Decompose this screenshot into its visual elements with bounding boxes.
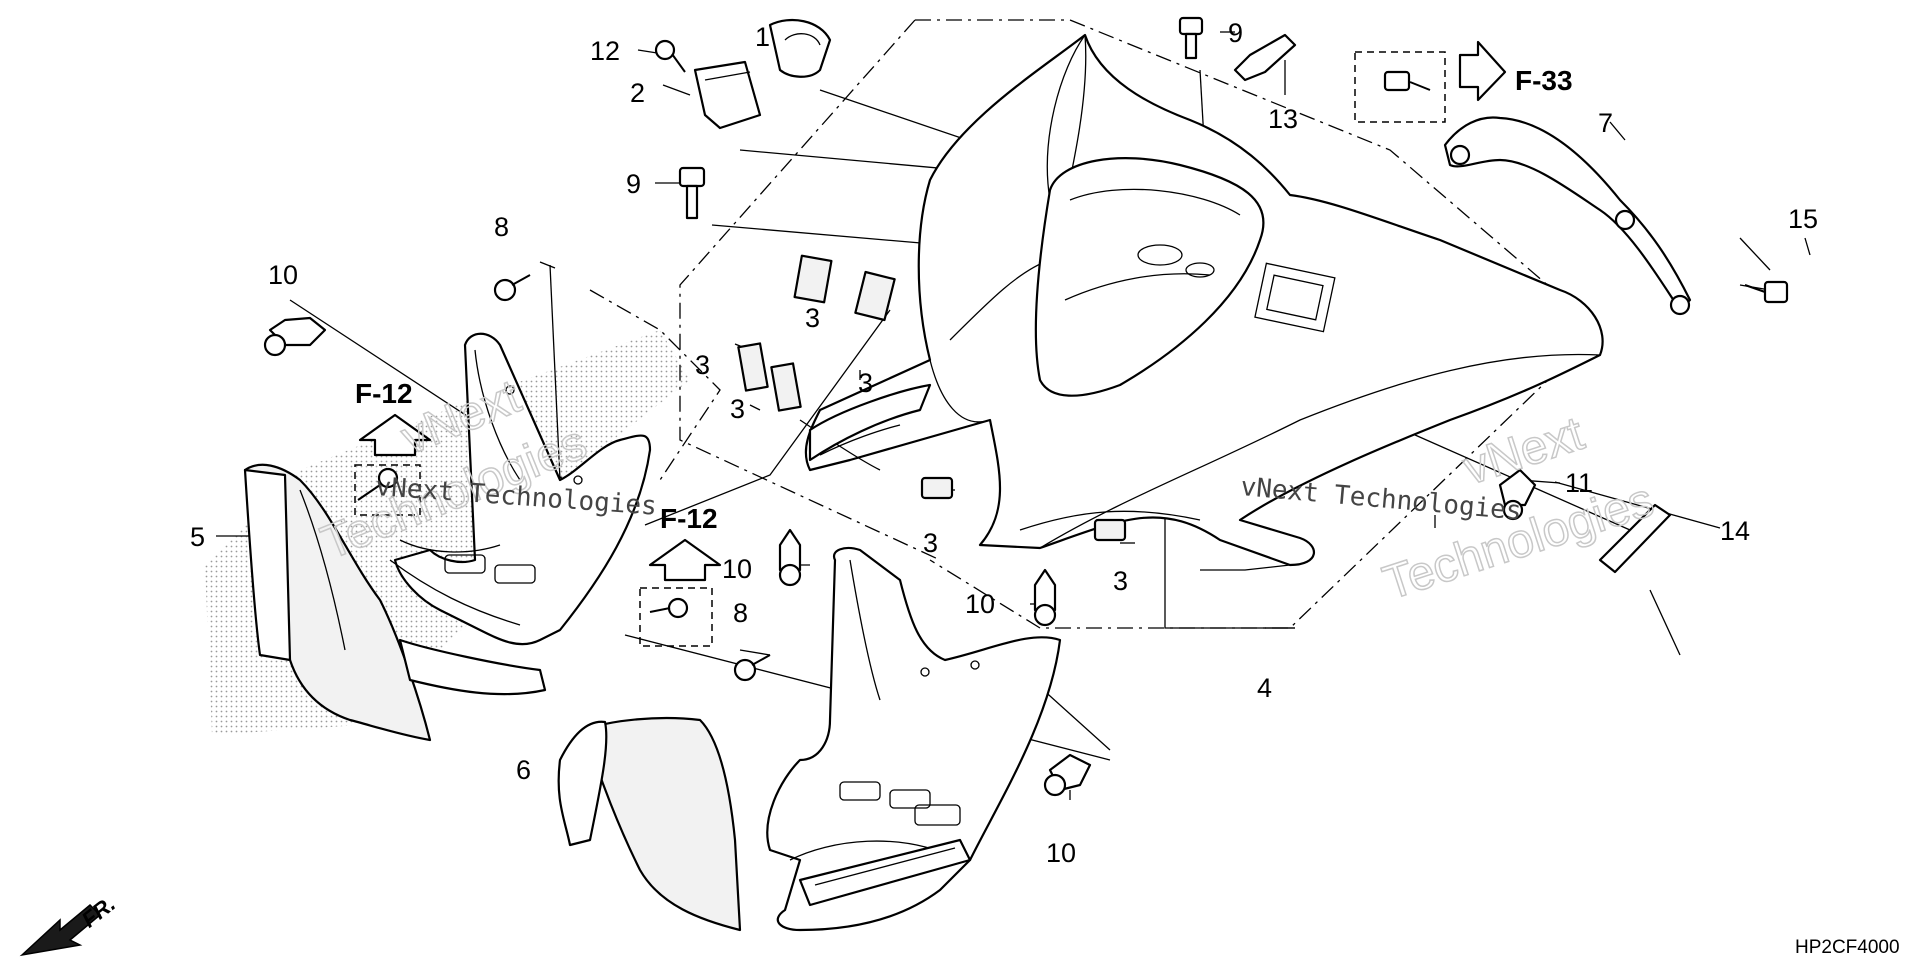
left-mudguard	[243, 332, 652, 742]
callout-3: 3	[695, 350, 710, 380]
ref-label-f12-center: F-12	[660, 503, 718, 534]
arrow-f12-center-icon	[648, 538, 722, 582]
callout-6: 6	[516, 755, 531, 785]
rubber-pads	[737, 254, 1127, 542]
clip-10-mid	[778, 528, 802, 587]
bolt-9-left	[678, 166, 706, 220]
clip-10-bottom	[1043, 753, 1092, 797]
callout-4: 4	[1257, 673, 1272, 703]
callout-14: 14	[1720, 516, 1750, 546]
callout-9: 9	[626, 169, 641, 199]
callout-10: 10	[268, 260, 298, 290]
arrow-f12-left-icon	[358, 413, 432, 457]
reference-boxes	[354, 51, 1446, 647]
callout-3: 3	[923, 528, 938, 558]
callout-3: 3	[1113, 566, 1128, 596]
callout-1: 1	[755, 22, 770, 52]
bracket-and-clip	[693, 18, 832, 130]
callout-10: 10	[1046, 838, 1076, 868]
ref-label-f12-left: F-12	[355, 378, 413, 409]
callout-15: 15	[1788, 204, 1818, 234]
callout-13: 13	[1268, 104, 1298, 134]
bolt-f33	[1383, 70, 1431, 92]
callout-12: 12	[590, 36, 620, 66]
callout-3: 3	[805, 303, 820, 333]
bolt-9-top	[1178, 16, 1204, 60]
callout-8: 8	[494, 212, 509, 242]
grab-bar	[1443, 116, 1692, 316]
bolt-f12-left	[357, 467, 399, 501]
bolt-8-top	[493, 274, 531, 302]
diagram-code: HP2CF4000	[1795, 937, 1900, 958]
callout-10: 10	[965, 589, 995, 619]
front-arrow-icon	[19, 903, 102, 957]
callout-10: 10	[722, 554, 752, 584]
fasteners	[263, 16, 1789, 797]
right-mudguard	[557, 546, 1062, 932]
ref-label-f33: F-33	[1515, 65, 1573, 96]
arrow-f33-icon	[1458, 40, 1507, 102]
front-direction-marker: FR.	[19, 891, 120, 957]
straps	[1233, 33, 1672, 574]
callout-8: 8	[733, 598, 748, 628]
reference-labels: F-33 F-12 F-12	[355, 65, 1573, 534]
clip-11	[1498, 468, 1537, 521]
callout-2: 2	[630, 78, 645, 108]
bolt-8-bottom	[733, 654, 771, 682]
callout-5: 5	[190, 522, 205, 552]
callout-7: 7	[1598, 108, 1613, 138]
callout-3: 3	[730, 394, 745, 424]
callout-3: 3	[858, 368, 873, 398]
clip-10-center	[1033, 568, 1057, 627]
clip-10-left	[263, 316, 327, 357]
bolt-f12-center	[649, 597, 689, 619]
rear-fender	[799, 33, 1604, 571]
reference-arrows	[358, 40, 1507, 582]
bolt-12	[654, 39, 686, 73]
callout-11: 11	[1565, 468, 1593, 498]
bolt-15	[1744, 280, 1789, 304]
callout-9: 9	[1228, 18, 1243, 48]
callout-numbers: 1 2 3 3 3 3 3 3 4 5 6 7 8 8 9 9 10 10 10…	[190, 18, 1818, 868]
